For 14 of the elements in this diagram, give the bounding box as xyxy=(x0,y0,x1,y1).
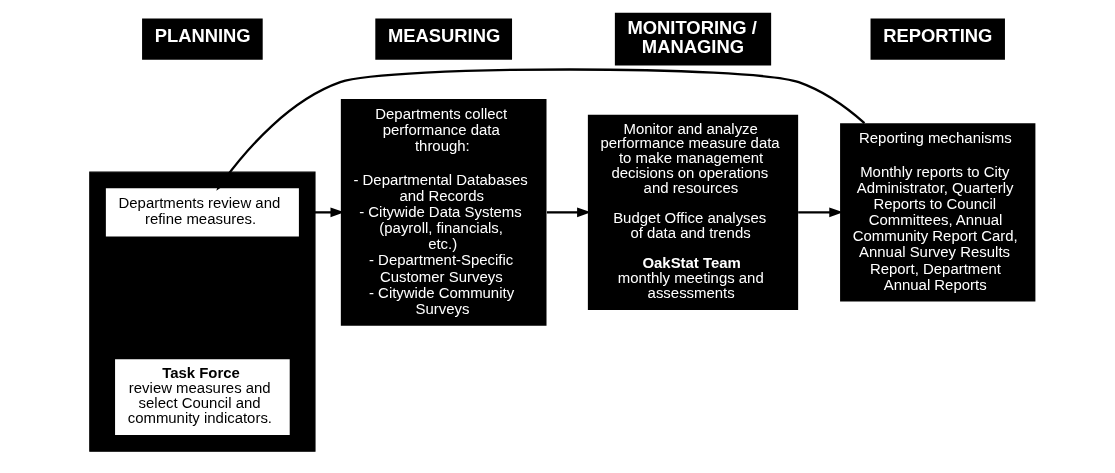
node-box: Reporting mechanisms Monthly reports to City Administrator, Quarterly Reports to Council Committees, Annual Community Report Card, Annual Survey Results Report, Department Annual Reports xyxy=(839,123,1035,302)
node-box: Departments review and refine measures. xyxy=(105,188,299,237)
node-box: Departments collect performance data through: - Departmental Databases and Records - Citywide Data Systems (payroll, financials, etc.) - Department-Specific Customer Surveys - Citywide Community Surveys xyxy=(340,99,546,326)
arrow xyxy=(797,207,843,218)
node-box: MEASURING xyxy=(374,18,512,60)
node-box: REPORTING xyxy=(870,18,1005,60)
node-box: Task Force review measures and select Council and community indicators. xyxy=(114,359,290,436)
node-box: Monitor and analyze performance measure data to make management decisions on operations and resources Budget Office analyses of data and trends OakStat Team monthly meetings and assessments xyxy=(587,114,798,311)
node-box: MONITORING / MANAGING xyxy=(614,12,771,66)
node-box: PLANNING xyxy=(141,18,263,60)
cluster xyxy=(88,171,316,452)
arrow xyxy=(215,68,865,191)
arrow xyxy=(314,207,344,218)
arrow xyxy=(546,207,591,218)
